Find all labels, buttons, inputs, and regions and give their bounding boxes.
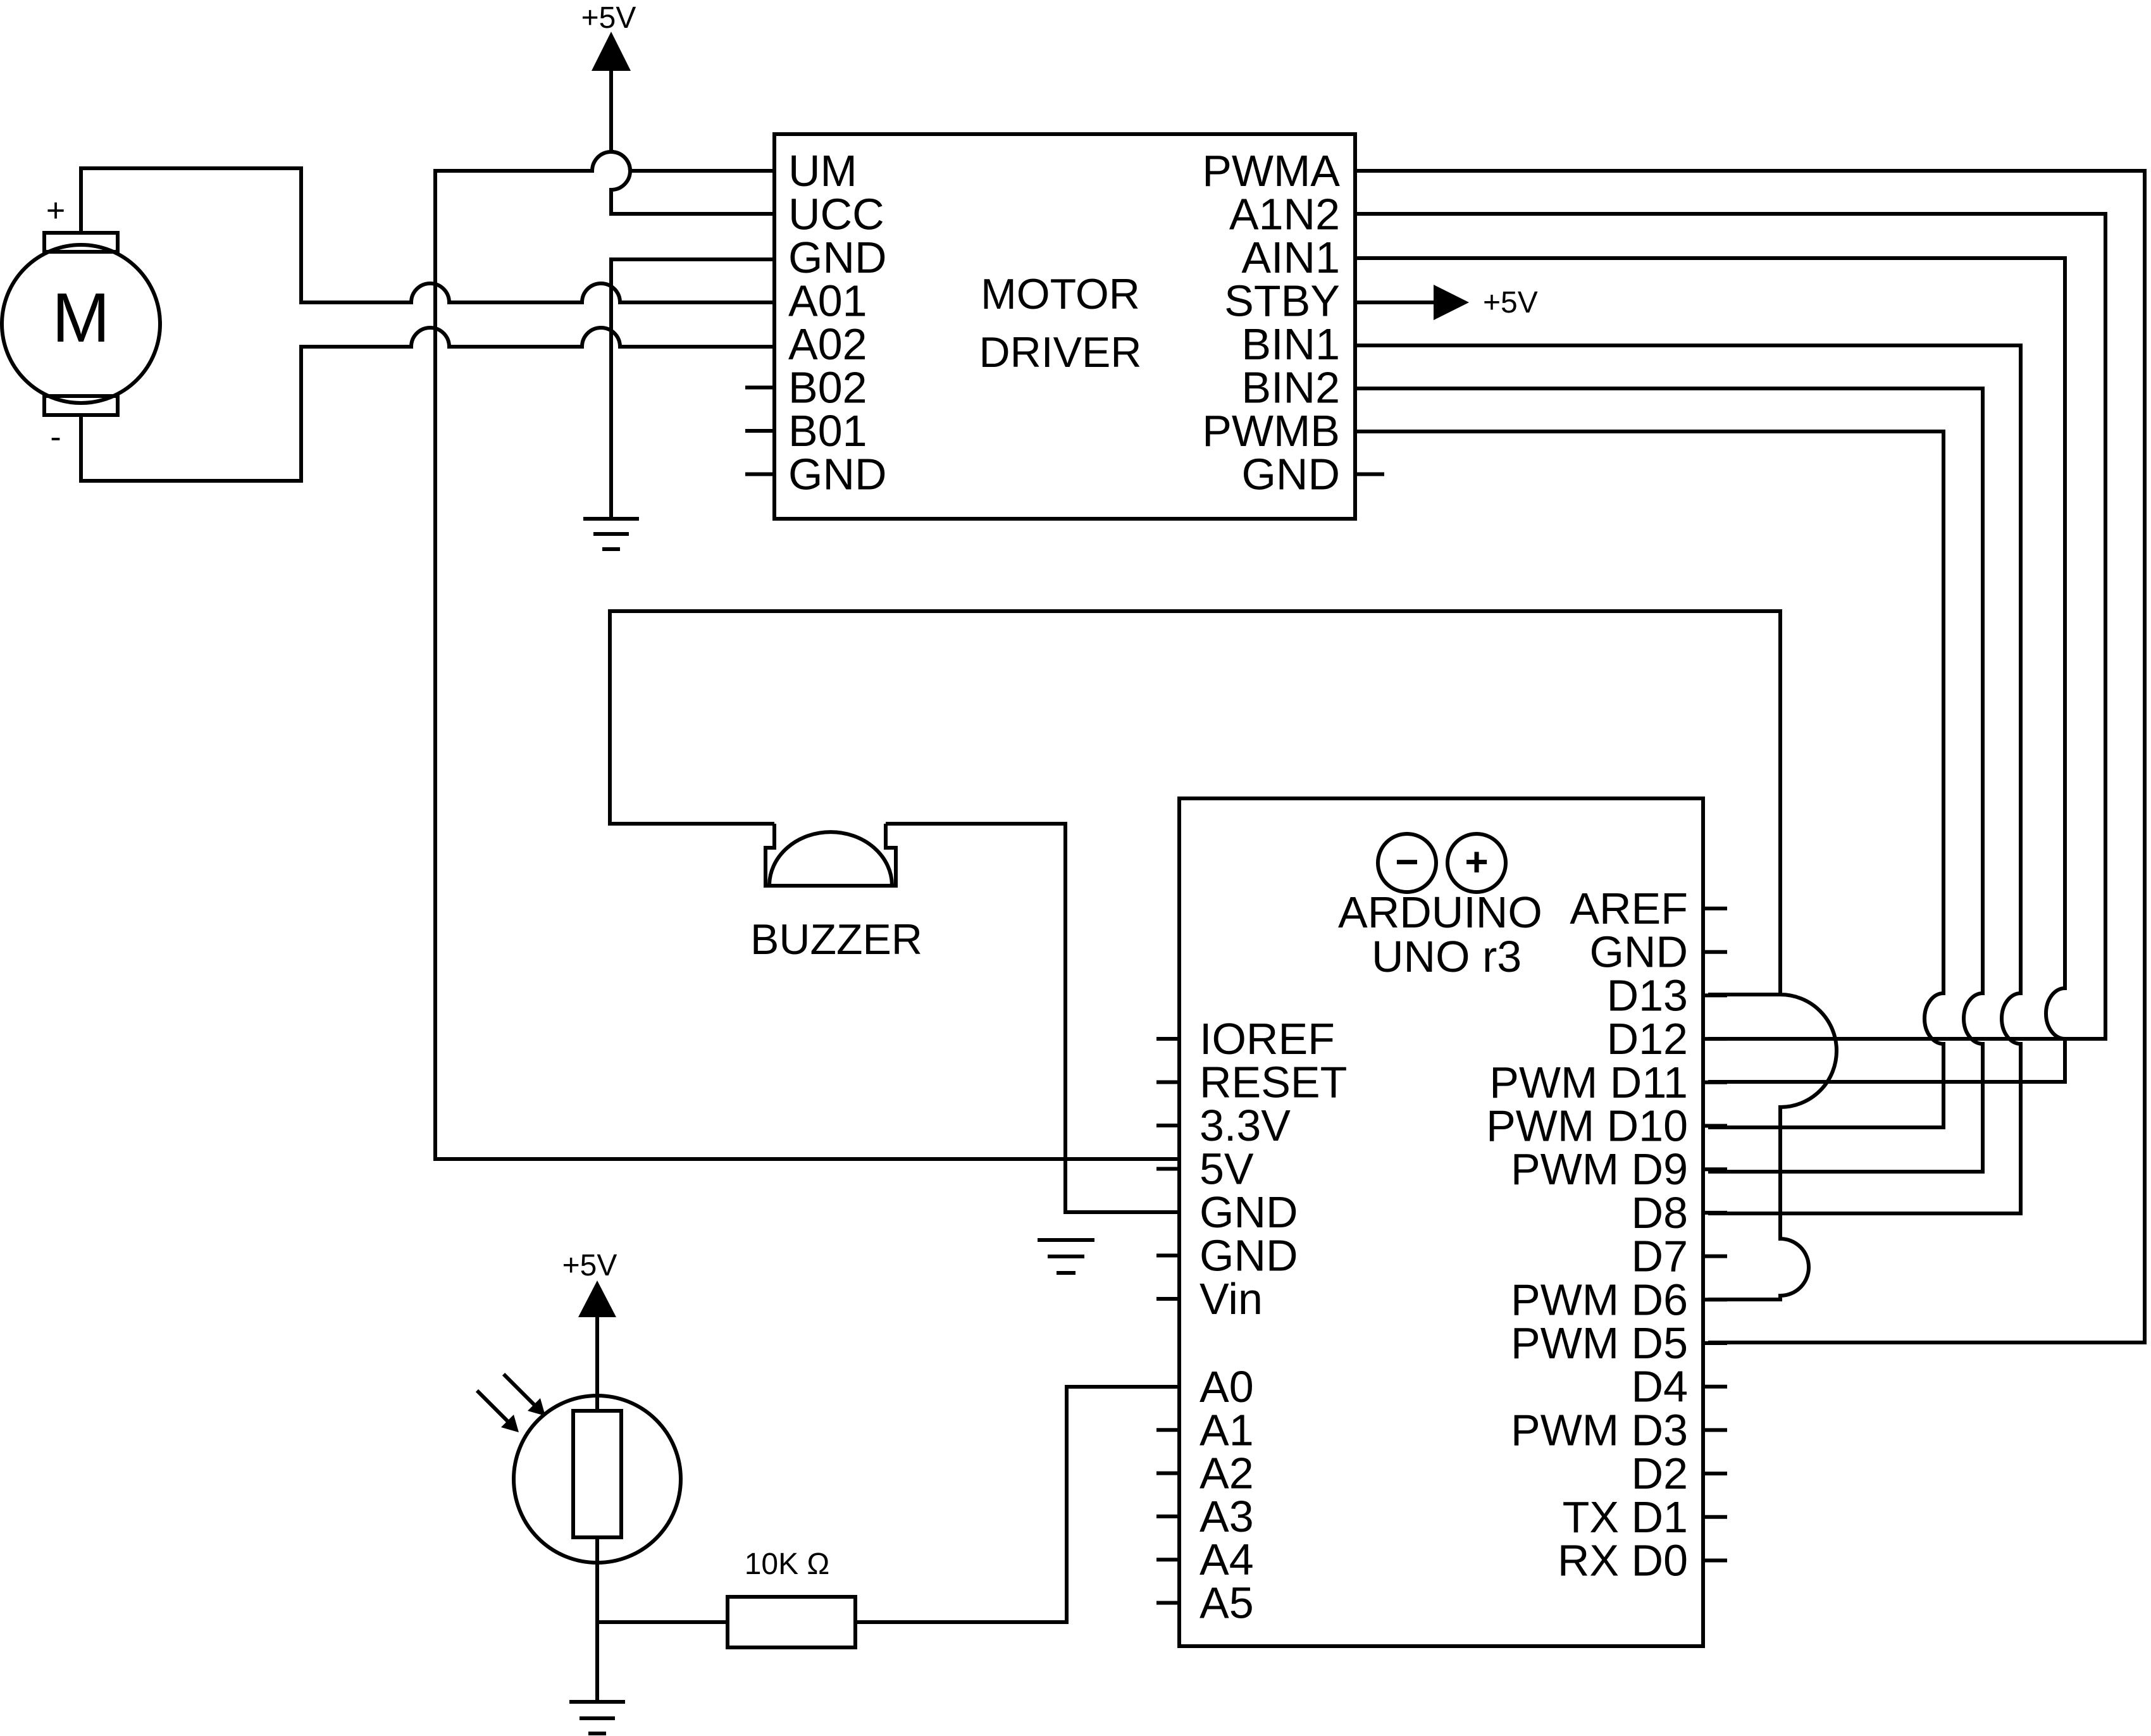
arduino-pin-aref-0: AREF	[1570, 884, 1688, 933]
arduino-pin-a1-8: A1	[1199, 1405, 1254, 1454]
arduino-pin-pwm-d9-6: PWM D9	[1511, 1144, 1688, 1194]
wire-motor-plus	[79, 166, 774, 304]
driver-pin-bin1-4: BIN1	[1241, 319, 1340, 369]
dc-motor: M + -	[0, 192, 162, 456]
arduino-pin-gnd-4: GND	[1199, 1187, 1298, 1237]
driver-pin-bin2-5: BIN2	[1241, 363, 1340, 412]
arduino-pin-a0-7: A0	[1199, 1362, 1254, 1411]
driver-pin-a1n2-1: A1N2	[1229, 190, 1340, 239]
wire-buzzer-gnd	[886, 822, 1179, 1214]
driver-pin-ain1-2: AIN1	[1241, 233, 1340, 282]
driver-pin-stby-3: STBY	[1224, 276, 1340, 326]
driver-pin-b01-6: B01	[788, 406, 867, 456]
arduino-pin-d2-13: D2	[1632, 1449, 1688, 1498]
motor-driver-title-line2: DRIVER	[979, 328, 1142, 376]
ground-symbol-driver	[583, 517, 639, 551]
arduino-name-line2: UNO r3	[1372, 932, 1522, 981]
buzzer: BUZZER	[750, 824, 922, 964]
resistor-10k: 10K Ω	[726, 1547, 857, 1649]
wire-5v-ucc	[609, 71, 774, 216]
wire-motor-minus	[79, 326, 774, 483]
driver-pin-a02-4: A02	[788, 319, 867, 369]
arduino-pin-tx-d1-14: TX D1	[1563, 1492, 1688, 1542]
driver-pin-pwma-0: PWMA	[1202, 146, 1340, 195]
ldr-supply-arrow	[578, 1280, 616, 1317]
arduino-pin-pwm-d3-12: PWM D3	[1511, 1405, 1688, 1454]
supply-label-top: +5V	[581, 1, 636, 35]
arduino-pin-pwm-d10-5: PWM D10	[1486, 1101, 1688, 1151]
arduino-pin-a2-9: A2	[1199, 1449, 1254, 1498]
driver-pin-gnd-2: GND	[788, 233, 887, 282]
arduino-logo-plus: +	[1465, 839, 1488, 884]
arduino-logo-minus: −	[1395, 839, 1418, 884]
arduino-uno: − + ARDUINO UNO r3 IOREFRESET3.3V5VGNDGN…	[1156, 797, 1727, 1648]
arduino-pin-3-3v-2: 3.3V	[1199, 1101, 1291, 1150]
arduino-pin-ioref-0: IOREF	[1199, 1014, 1335, 1063]
arduino-pin-vin-6: Vin	[1199, 1274, 1263, 1324]
wire-pwma-d6	[1355, 169, 2147, 1344]
arduino-name-line1: ARDUINO	[1338, 888, 1542, 937]
driver-pin-ucc-1: UCC	[788, 190, 884, 239]
ldr-sensor: +5V	[475, 1249, 683, 1702]
stby-supply-label: +5V	[1483, 286, 1538, 319]
driver-pin-gnd-7: GND	[1241, 450, 1340, 499]
resistor-label: 10K Ω	[745, 1547, 830, 1581]
arduino-pin-gnd-1: GND	[1589, 927, 1688, 977]
light-arrows-icon	[475, 1372, 545, 1432]
wire-d13-d12-crossing	[1708, 993, 2105, 1041]
arduino-pin-a4-11: A4	[1199, 1535, 1254, 1584]
arduino-pin-d12-3: D12	[1607, 1014, 1688, 1063]
driver-pin-um-0: UM	[788, 146, 857, 195]
motor-label: M	[52, 279, 110, 357]
supply-arrow-top	[592, 32, 631, 71]
arduino-pin-d4-11: D4	[1632, 1362, 1688, 1411]
wire-bin1-d8	[1355, 344, 2023, 1215]
driver-pin-pwmb-6: PWMB	[1202, 406, 1340, 456]
buzzer-label: BUZZER	[750, 915, 922, 964]
arduino-pin-a3-10: A3	[1199, 1492, 1254, 1541]
wire-driver-gnd	[609, 257, 774, 519]
arduino-logo-icon: − +	[1376, 832, 1508, 894]
driver-pin-gnd-7: GND	[788, 450, 887, 499]
ground-symbol-ldr	[569, 1700, 625, 1735]
arduino-pin-gnd-5: GND	[1199, 1231, 1298, 1280]
wire-ldr-a0	[597, 1385, 1179, 1624]
wire-buzzer-d7	[608, 609, 1838, 1301]
arduino-pin-d13-2: D13	[1607, 970, 1688, 1020]
ground-symbol-buzzer	[1038, 1238, 1094, 1275]
motor-driver-title-line1: MOTOR	[981, 270, 1140, 318]
arduino-pin-reset-1: RESET	[1199, 1058, 1347, 1107]
wire-pwmb-d10	[1355, 430, 1945, 1129]
arduino-pin-pwm-d5-10: PWM D5	[1511, 1318, 1688, 1368]
arduino-pin-pwm-d11-4: PWM D11	[1489, 1058, 1688, 1107]
stby-arrow	[1434, 285, 1469, 320]
arduino-pin-d8-7: D8	[1632, 1188, 1688, 1237]
wire-bin2-d9	[1355, 387, 1985, 1174]
driver-pin-a01-3: A01	[788, 276, 867, 326]
arduino-pin-a5-12: A5	[1199, 1578, 1254, 1628]
wire-um-vin	[433, 150, 1179, 1161]
arduino-pin-d7-8: D7	[1632, 1232, 1688, 1281]
motor-plus-label: +	[46, 192, 65, 229]
driver-pin-b02-5: B02	[788, 363, 867, 412]
arduino-pin-pwm-d6-9: PWM D6	[1511, 1275, 1688, 1324]
ldr-supply-label: +5V	[562, 1249, 617, 1282]
motor-minus-label: -	[50, 419, 61, 456]
arduino-pin-5v-3: 5V	[1199, 1144, 1254, 1194]
arduino-pin-rx-d0-15: RX D0	[1558, 1536, 1688, 1585]
